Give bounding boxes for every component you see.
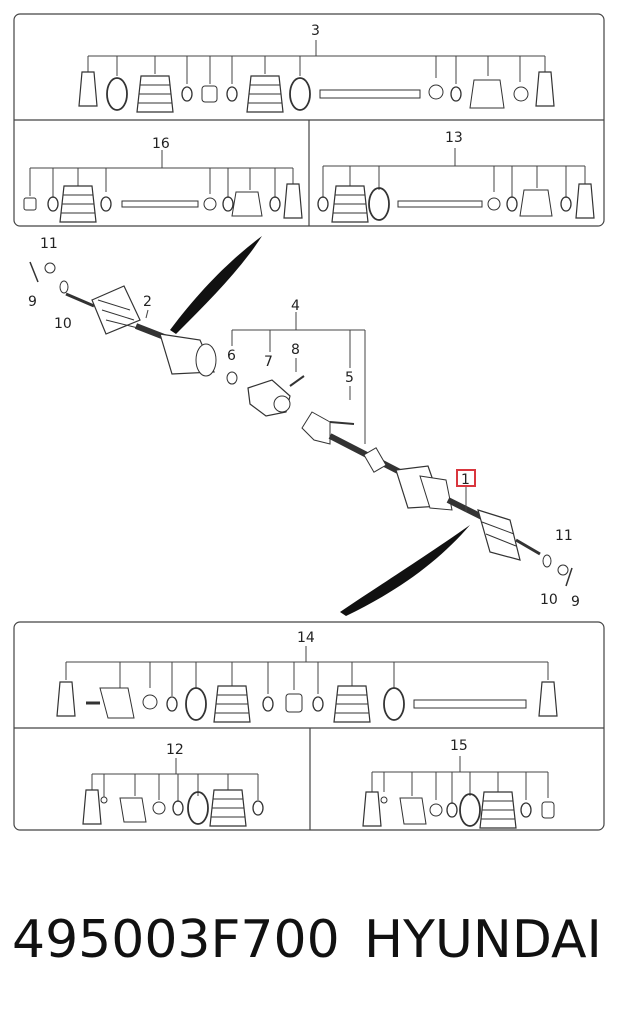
highlighted-part-box <box>456 469 476 487</box>
callout-8: 8 <box>291 342 300 358</box>
callout-9-left: 9 <box>28 294 37 310</box>
callout-5: 5 <box>345 370 354 386</box>
callout-10-left: 10 <box>54 316 72 332</box>
callout-labels: 3 16 13 11 9 10 2 4 6 7 8 5 1 11 10 9 14… <box>28 23 580 758</box>
driveshaft-assembly <box>29 236 573 616</box>
kit-12-group <box>82 758 264 827</box>
kit-15-group <box>362 756 555 829</box>
exploded-parts-diagram: 3 16 13 11 9 10 2 4 6 7 8 5 1 11 10 9 14… <box>13 13 605 831</box>
callout-13: 13 <box>445 130 463 146</box>
callout-3: 3 <box>311 23 320 39</box>
main-shaft <box>328 433 541 561</box>
leader-lines <box>145 309 467 512</box>
kit-13-group <box>317 148 595 223</box>
callout-11-right: 11 <box>555 528 573 544</box>
callout-12: 12 <box>166 742 184 758</box>
footer-caption: 495003F700 HYUNDAI <box>0 900 618 980</box>
outer-joint-left <box>65 285 217 377</box>
kit-3-group <box>78 40 555 113</box>
kit-14-group <box>56 646 558 723</box>
callout-4: 4 <box>291 298 300 314</box>
nut-left <box>29 261 69 294</box>
top-kit-panel <box>13 13 605 227</box>
callout-7: 7 <box>264 354 273 370</box>
callout-10-right: 10 <box>540 592 558 608</box>
part-number: 495003F700 <box>12 910 340 970</box>
callout-16: 16 <box>152 136 170 152</box>
brand-name: HYUNDAI <box>364 910 602 970</box>
bearing-bracket <box>226 312 366 445</box>
callout-2: 2 <box>143 294 152 310</box>
callout-9-right: 9 <box>571 594 580 610</box>
callout-1: 1 <box>461 472 470 488</box>
callout-11-left: 11 <box>40 236 58 252</box>
kit-16-group <box>23 150 303 223</box>
callout-15: 15 <box>450 738 468 754</box>
bottom-kit-panel <box>13 621 605 831</box>
callout-6: 6 <box>227 348 236 364</box>
nut-right <box>542 554 573 587</box>
callout-14: 14 <box>297 630 315 646</box>
